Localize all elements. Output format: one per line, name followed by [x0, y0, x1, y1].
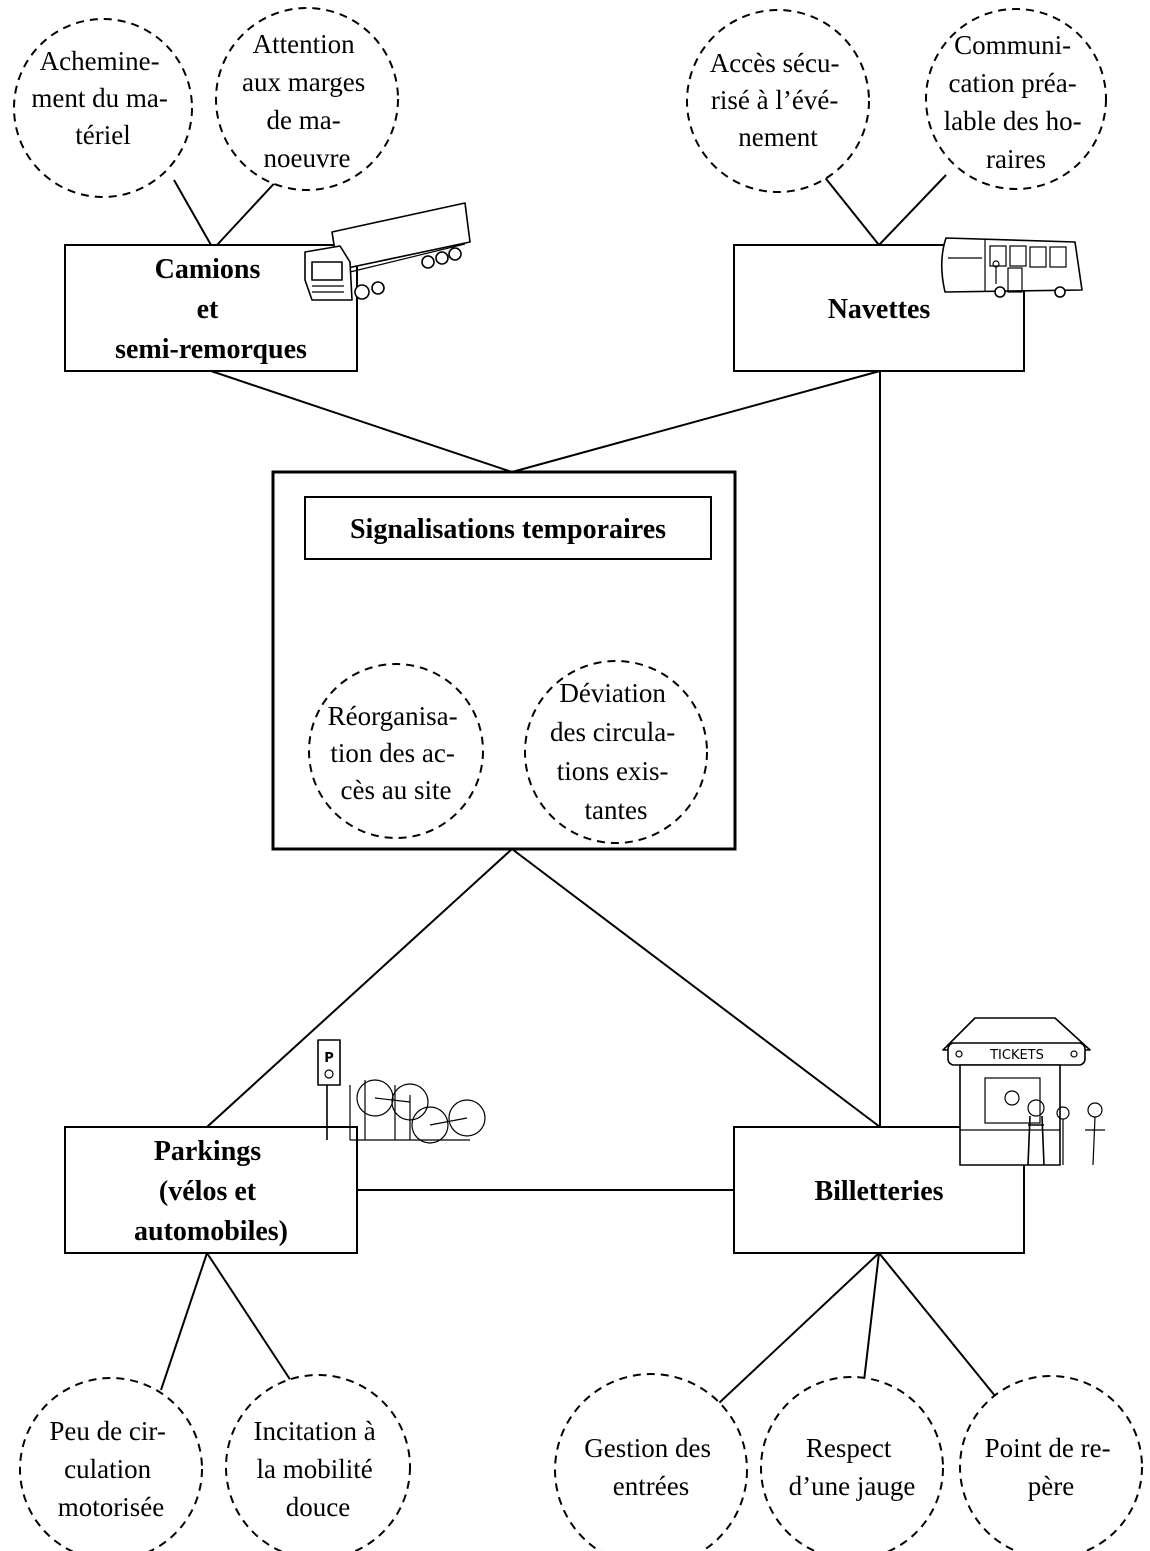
circle-point-label: Point de re- père	[985, 1433, 1118, 1501]
circle-attention-label: Attention aux marges de ma- noeuvre	[242, 29, 372, 173]
box-camions-label: Camions et semi-remorques	[115, 254, 307, 365]
circle-reorganisation	[308, 663, 484, 839]
circle-peu-label: Peu de cir- culation motorisée	[49, 1416, 172, 1522]
circle-gestion	[554, 1373, 748, 1551]
bus-icon	[940, 237, 1083, 298]
parking-sign-letter: P	[324, 1051, 334, 1066]
circle-acces	[686, 9, 870, 193]
circle-attention	[215, 7, 399, 191]
circle-incitation	[225, 1374, 411, 1551]
box-navettes-label: Navettes	[828, 294, 931, 325]
bicycle-parking-icon: P	[317, 1039, 486, 1144]
circle-acheminement	[13, 18, 193, 198]
box-signalisation	[304, 496, 712, 560]
connectors	[160, 174, 1001, 1404]
truck-icon	[304, 202, 471, 301]
circle-gestion-label: Gestion des entrées	[584, 1433, 717, 1501]
circle-acces-label: Accès sécu- risé à l’évé- nement	[710, 48, 846, 152]
circle-acheminement-label: Achemine- ment du ma- tériel	[31, 46, 174, 150]
ticket-sign-label: TICKETS	[989, 1048, 1044, 1063]
box-billetteries-label: Billetteries	[814, 1176, 943, 1207]
circle-point	[959, 1375, 1143, 1551]
circle-communication	[925, 8, 1107, 190]
box-signalisation-label: Signalisations temporaires	[350, 514, 666, 545]
box-parkings	[64, 1126, 358, 1254]
circle-communication-label: Communi- cation préa- lable des ho- rair…	[944, 30, 1089, 174]
circle-incitation-label: Incitation à la mobilité douce	[254, 1416, 383, 1522]
circle-deviation	[524, 660, 708, 844]
circle-respect	[760, 1376, 944, 1551]
circle-deviation-label: Déviation des circula- tions exis- tante…	[550, 678, 682, 825]
ticket-booth-icon: TICKETS	[942, 1017, 1105, 1166]
circle-respect-label: Respect d’une jauge	[789, 1433, 916, 1501]
box-parkings-label: Parkings (vélos et automobiles)	[134, 1136, 288, 1247]
circle-reorganisation-label: Réorganisa- tion des ac- cès au site	[328, 701, 465, 805]
circle-peu	[19, 1377, 203, 1551]
